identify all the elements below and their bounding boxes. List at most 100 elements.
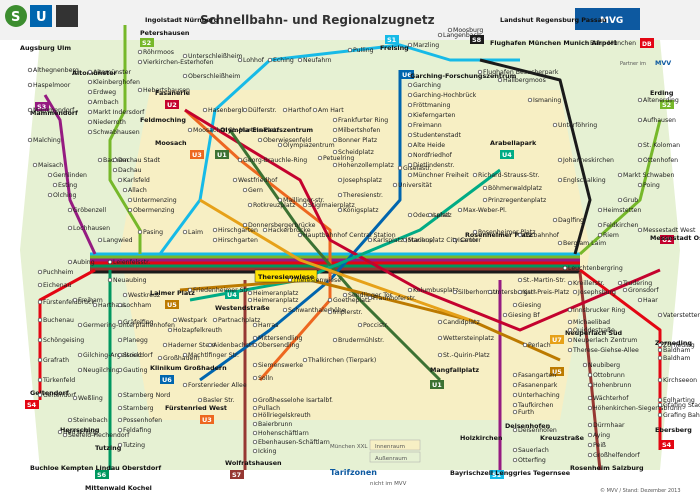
station-label: Ostbahnhof [523,232,560,239]
station-s167: Thalkirchen (Tierpark) [302,357,376,364]
station-s152: Großhesselohe Isartalbf. [252,397,333,404]
station-marker [182,352,188,358]
station-marker [212,227,218,233]
station-marker [252,375,258,381]
station-marker [567,319,573,325]
station-s025: Langenbach [437,32,481,39]
station-marker [512,409,518,415]
station-s206: Stiglmaierplatz [302,202,355,209]
station-s019: Oberschleißheim [182,73,240,80]
svg-text:Fasanerie: Fasanerie [155,89,191,97]
station-marker [242,107,248,113]
station-marker [117,319,123,325]
station-label: Großhelfendorf [593,452,640,459]
station-marker [557,157,563,163]
station-marker [137,49,143,55]
station-s026: Moosburg [447,27,483,34]
station-s156: Hohenschäftlarn [252,430,309,437]
station-marker [407,287,413,293]
station-s136: Possenhofen [117,417,162,424]
station-label: Isartor [458,237,479,244]
station-label: Höllriegelskreuth [258,412,311,419]
station-label: Machtlfinger Str. [188,352,239,359]
station-label: Partnachplatz [218,317,260,324]
station-marker [657,355,663,361]
station-s125: Neugilching [77,367,120,374]
station-s017: Hebertshausen [137,87,190,94]
station-marker [452,289,458,295]
svg-text:Landshut Regensburg Passau: Landshut Regensburg Passau [500,16,607,24]
station-label: Moosacher St.-Martins-Platz [193,127,279,134]
station-marker [117,177,123,183]
station-s004: Arnbach [87,99,119,106]
station-label: Marienplatz City Center [408,237,482,244]
station-label: Kirchseeon [663,377,697,384]
station-label: Goetheplatz [333,297,371,304]
station-marker [552,217,558,223]
station-s196: Aying [587,432,610,439]
svg-text:Flughafen München Munich Airpo: Flughafen München Munich Airport [490,39,617,47]
station-marker [137,59,143,65]
station-marker [487,289,493,295]
station-s185: Fasangarten [512,372,556,379]
station-label: Neugilching [83,367,120,374]
svg-text:Holzkirchen: Holzkirchen [460,434,503,442]
station-marker [407,172,413,178]
station-marker [182,53,188,59]
station-s109: Leienfelsstr. [107,259,150,266]
station-label: Holzapfelkreuth [173,327,222,334]
u3-line [183,108,332,381]
station-label: Donnersbergerbrücke [248,222,316,229]
station-s124: Weßling [72,395,103,402]
station-marker [332,337,338,343]
station-marker [297,57,303,63]
station-marker [637,117,643,123]
station-label: Mammendorf [33,107,75,114]
station-marker [187,127,193,133]
station-label: Poing [643,182,660,189]
station-s165: Goetheplatz [327,297,371,304]
station-s219: Deisenhofen [512,427,557,434]
station-marker [162,342,168,348]
station-marker [512,302,518,308]
bahn-text: Bahn München [590,40,636,47]
station-marker [297,232,303,238]
station-s083: Prinzregentenplatz [482,197,546,204]
station-marker [172,317,178,323]
station-marker [127,207,133,213]
station-marker [117,417,123,423]
station-label: Grub [623,197,638,204]
station-label: Silberhornstr. [458,289,499,296]
station-s179: Innsbrucker Ring [567,307,625,314]
station-s139: Friedenheimer Str. [187,287,250,294]
line-badges: S2 S1 S8 S3 S4 S6 S7 S1 S2 S4 U2 U3 U1 U… [25,35,674,479]
station-label: Starnberg Nord [123,392,170,399]
station-s171: Candidplatz [437,319,480,326]
station-label: Olympiazentrum [283,142,335,149]
station-s110: Puchheim [37,269,73,276]
station-marker [57,429,63,435]
station-s186: Fasanenpark [512,382,558,389]
svg-text:Erding: Erding [650,89,674,97]
station-label: Bonner Platz [338,137,377,144]
station-marker [77,352,83,358]
station-s147: Basler Str. [197,397,235,404]
station-s192: Hohenbrunn [587,382,631,389]
station-marker [587,452,593,458]
station-s016: Vierkirchen-Esterhofen [137,59,214,66]
station-label: Perlach [528,342,551,349]
station-label: Gilching-Argelsried [83,352,142,359]
station-marker [452,237,458,243]
station-marker [122,187,128,193]
station-s213: Hirschgarten [212,237,258,244]
station-s039: Markt Schwaben [617,172,674,179]
svg-text:Freising: Freising [380,44,409,52]
station-label: Fasangarten [518,372,556,379]
station-s076: Studentenstadt [407,132,461,139]
station-label: Höhenkirchen-Siegertsbrunn [593,405,682,412]
station-label: Westkreuz [128,292,160,299]
station-label: Vierkirchen-Esterhofen [143,59,214,66]
svg-text:Rosenheim Salzburg: Rosenheim Salzburg [570,464,644,472]
u4-line [189,168,501,302]
station-marker [482,185,488,191]
